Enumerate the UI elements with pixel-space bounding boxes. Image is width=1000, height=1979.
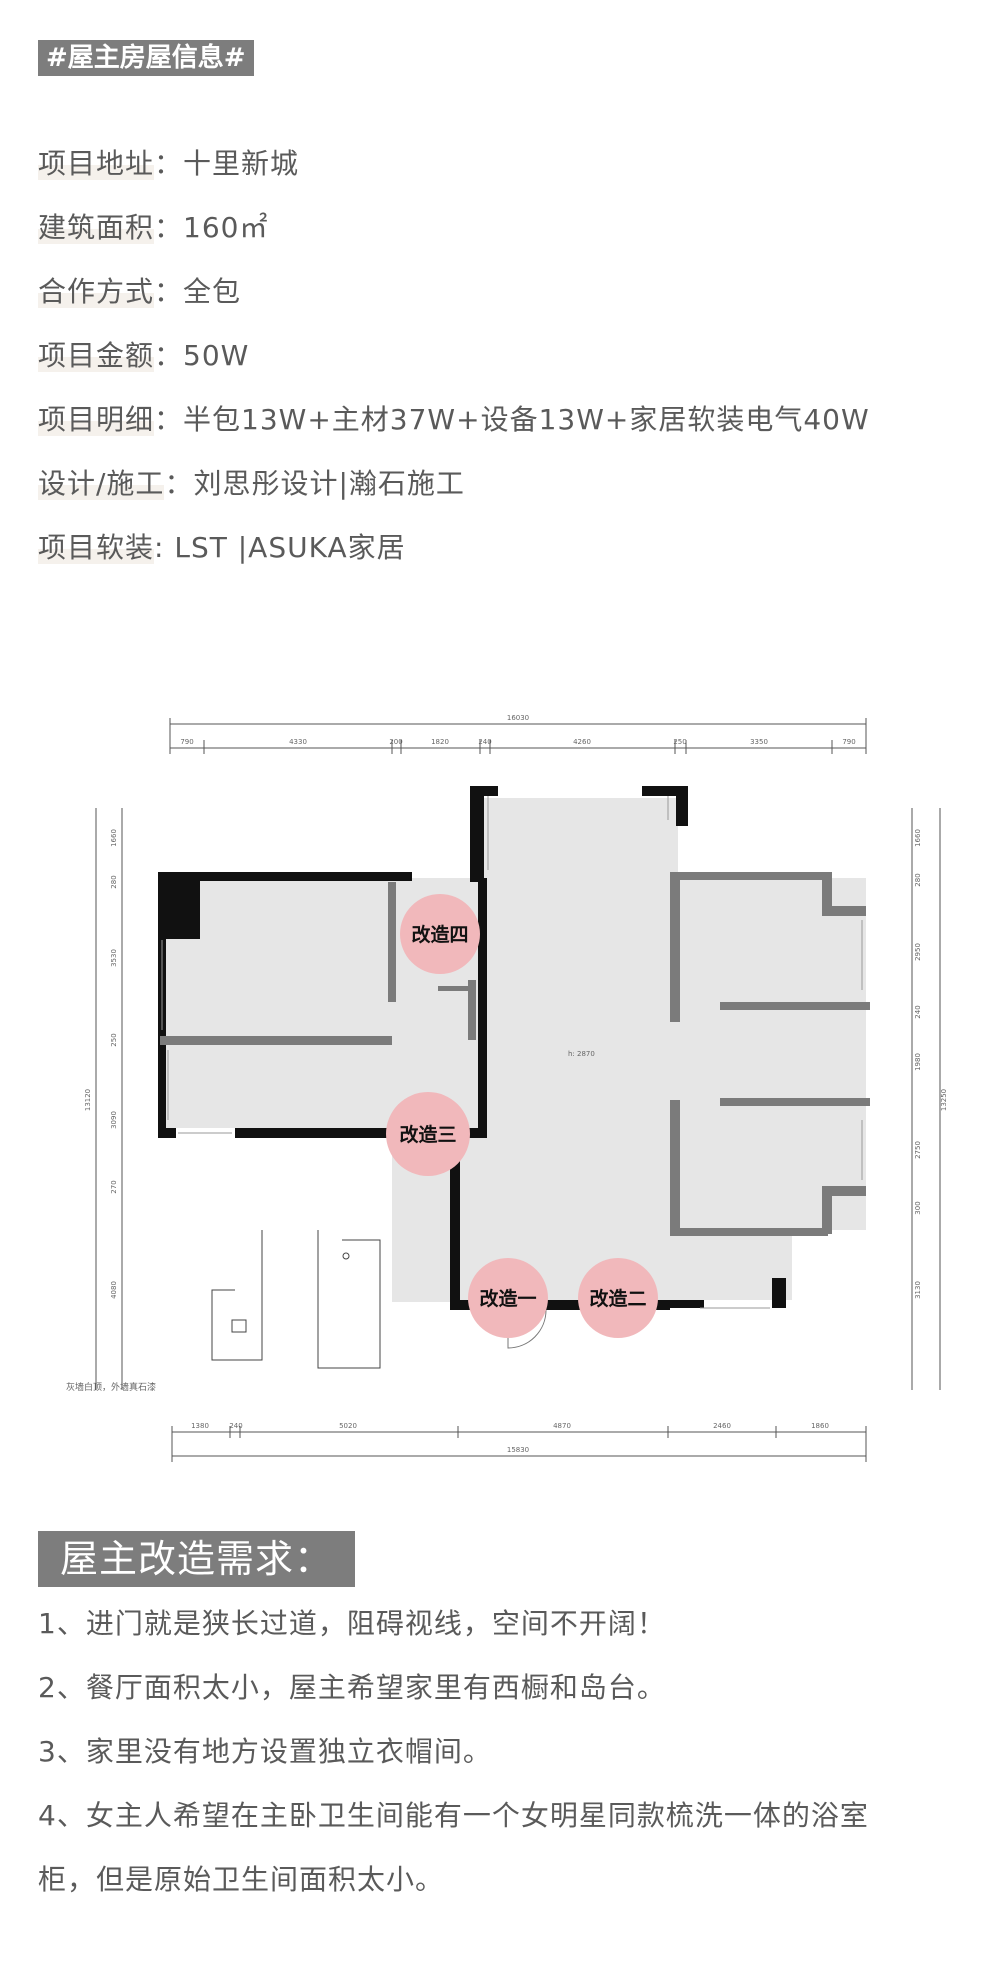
dim-top-5: 4260 bbox=[573, 738, 591, 746]
dim-right-7: 3130 bbox=[914, 1281, 922, 1299]
info-row-area: 建筑面积：160㎡ bbox=[38, 206, 268, 246]
dim-left-1: 280 bbox=[110, 875, 118, 888]
section-tag-house-info: #屋主房屋信息# bbox=[38, 40, 254, 76]
info-row-address: 项目地址：十里新城 bbox=[38, 142, 299, 182]
info-key: 项目地址 bbox=[38, 147, 155, 180]
info-key: 建筑面积 bbox=[38, 211, 155, 244]
renovation-marker-3: 改造三 bbox=[386, 1092, 470, 1176]
renovation-marker-1: 改造一 bbox=[468, 1258, 548, 1338]
dim-top-8: 790 bbox=[842, 738, 855, 746]
dim-top-4: 240 bbox=[478, 738, 491, 746]
info-value: 全包 bbox=[183, 275, 242, 308]
dim-bottom-5: 1860 bbox=[811, 1422, 829, 1430]
dim-left-5: 270 bbox=[110, 1180, 118, 1193]
section-tag-requirements: 屋主改造需求： bbox=[38, 1531, 356, 1587]
dim-right-2: 2950 bbox=[914, 943, 922, 961]
requirement-item-4: 4、女主人希望在主卧卫生间能有一个女明星同款梳洗一体的浴室 bbox=[38, 1799, 869, 1832]
info-value: 160㎡ bbox=[183, 211, 269, 244]
renovation-marker-4: 改造四 bbox=[400, 894, 480, 974]
dim-top-2: 200 bbox=[389, 738, 402, 746]
floor-area bbox=[164, 798, 866, 1302]
dim-right-3: 240 bbox=[914, 1005, 922, 1018]
info-key: 项目软装 bbox=[38, 531, 155, 564]
dim-bottom-2: 5020 bbox=[339, 1422, 357, 1430]
dim-left-2: 3530 bbox=[110, 949, 118, 967]
dim-bottom-total: 15830 bbox=[507, 1446, 529, 1454]
door-arc bbox=[507, 1309, 547, 1349]
info-sep: ： bbox=[154, 147, 184, 180]
info-value: 十里新城 bbox=[183, 147, 300, 180]
requirement-item-4-cont: 柜，但是原始卫生间面积太小。 bbox=[38, 1863, 445, 1896]
info-sep: ： bbox=[154, 211, 184, 244]
requirement-item-3: 3、家里没有地方设置独立衣帽间。 bbox=[38, 1735, 492, 1768]
info-sep: ： bbox=[164, 467, 194, 500]
dim-right-1: 280 bbox=[914, 873, 922, 886]
dim-right-4: 1980 bbox=[914, 1053, 922, 1071]
left-dimensions: 13120 1660 280 3530 250 3090 270 4080 bbox=[84, 808, 123, 1390]
dim-bottom-0: 1380 bbox=[191, 1422, 209, 1430]
info-sep: ： bbox=[154, 403, 184, 436]
dim-left-total: 13120 bbox=[84, 1089, 92, 1111]
info-row-amount: 项目金额：50W bbox=[38, 334, 249, 374]
renovation-marker-2: 改造二 bbox=[578, 1258, 658, 1338]
info-key: 合作方式 bbox=[38, 275, 155, 308]
info-sep: ： bbox=[154, 339, 184, 372]
renovation-label-2: 改造二 bbox=[589, 1287, 646, 1310]
dim-left-3: 250 bbox=[110, 1033, 118, 1046]
dim-right-5: 2750 bbox=[914, 1141, 922, 1159]
info-row-cooperation: 合作方式：全包 bbox=[38, 270, 241, 310]
info-value: LST |ASUKA家居 bbox=[174, 531, 406, 564]
renovation-label-3: 改造三 bbox=[399, 1123, 456, 1146]
requirement-item-1: 1、进门就是狭长过道，阻碍视线，空间不开阔！ bbox=[38, 1607, 666, 1640]
info-key: 项目金额 bbox=[38, 339, 155, 372]
floor-plan: 16030 790 4330 200 1820 240 4260 250 335… bbox=[66, 714, 948, 1462]
dim-left-0: 1660 bbox=[110, 829, 118, 847]
info-value: 刘思彤设计|瀚石施工 bbox=[193, 467, 465, 500]
bottom-dimensions: 1380 240 5020 4870 2460 1860 15830 bbox=[171, 1422, 867, 1462]
dim-right-total: 13250 bbox=[940, 1089, 948, 1111]
dim-bottom-1: 240 bbox=[229, 1422, 242, 1430]
dim-top-3: 1820 bbox=[431, 738, 449, 746]
ceiling-height: h: 2870 bbox=[568, 1050, 595, 1058]
dim-top-6: 250 bbox=[673, 738, 686, 746]
right-dimensions: 13250 1660 280 2950 240 1980 2750 300 31… bbox=[911, 808, 948, 1390]
renovation-label-4: 改造四 bbox=[411, 923, 468, 946]
dim-left-4: 3090 bbox=[110, 1111, 118, 1129]
dim-top-0: 790 bbox=[180, 738, 193, 746]
top-dimensions: 16030 790 4330 200 1820 240 4260 250 335… bbox=[169, 714, 867, 754]
info-sep: : bbox=[154, 531, 175, 564]
info-key: 项目明细 bbox=[38, 403, 155, 436]
dim-bottom-3: 4870 bbox=[553, 1422, 571, 1430]
dim-bottom-4: 2460 bbox=[713, 1422, 731, 1430]
walls bbox=[158, 786, 870, 1310]
elevation-sketches bbox=[211, 1230, 381, 1369]
dim-left-6: 4080 bbox=[110, 1281, 118, 1299]
dim-right-0: 1660 bbox=[914, 829, 922, 847]
dim-right-6: 300 bbox=[914, 1201, 922, 1214]
info-sep: ： bbox=[154, 275, 184, 308]
info-key: 设计/施工 bbox=[38, 467, 165, 500]
info-row-design: 设计/施工：刘思彤设计|瀚石施工 bbox=[38, 462, 465, 502]
plan-note: 灰墙白顶，外墙真石漆 bbox=[66, 1381, 156, 1393]
renovation-label-1: 改造一 bbox=[479, 1287, 536, 1310]
requirement-item-2: 2、餐厅面积太小，屋主希望家里有西橱和岛台。 bbox=[38, 1671, 666, 1704]
dim-top-7: 3350 bbox=[750, 738, 768, 746]
dim-top-1: 4330 bbox=[289, 738, 307, 746]
info-value: 50W bbox=[183, 339, 250, 372]
info-row-details: 项目明细：半包13W+主材37W+设备13W+家居软装电气40W bbox=[38, 398, 870, 438]
info-row-furnishing: 项目软装: LST |ASUKA家居 bbox=[38, 526, 406, 566]
info-value: 半包13W+主材37W+设备13W+家居软装电气40W bbox=[183, 403, 870, 436]
dim-top-total: 16030 bbox=[507, 714, 529, 722]
